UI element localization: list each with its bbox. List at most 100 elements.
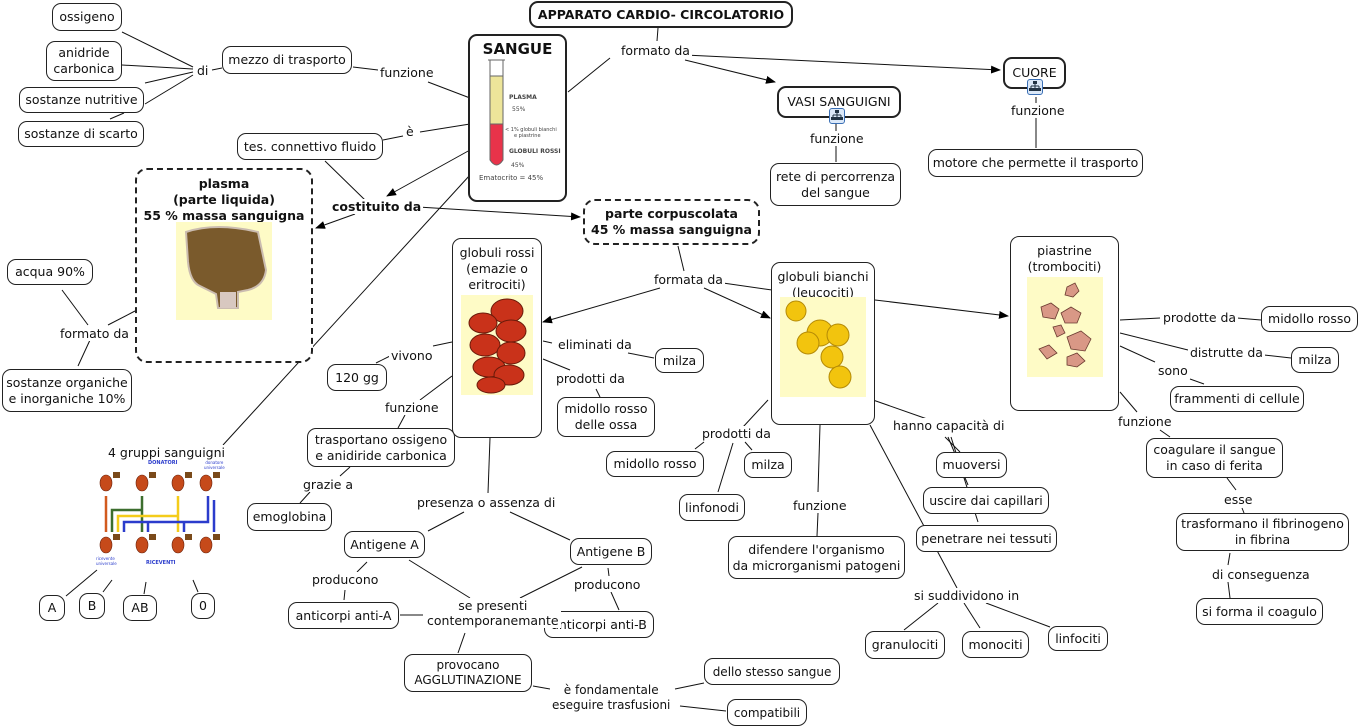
node-sostanze-nutritive[interactable]: sostanze nutritive (19, 87, 144, 113)
gr-line1: globuli rossi (459, 245, 535, 260)
plasma-line2: (parte liquida) (173, 192, 275, 207)
node-cuore[interactable]: CUORE (1003, 57, 1066, 89)
node-ossigeno[interactable]: ossigeno (52, 3, 122, 31)
link-di: di (195, 63, 211, 78)
tube-plasma-label: PLASMA (509, 94, 537, 101)
blood-transfusion-diagram (99, 472, 220, 554)
node-anticorpi-b[interactable]: anticorpi anti-B (544, 611, 654, 638)
fibrinogeno-line1: trasformano il fibrinogeno (1181, 516, 1344, 531)
node-emoglobina[interactable]: emoglobina (247, 503, 332, 531)
corp-line1: parte corpuscolata (605, 206, 738, 221)
link-e: è (404, 124, 416, 139)
node-tes-connettivo[interactable]: tes. connettivo fluido (237, 133, 383, 160)
link-vivono: vivono (389, 348, 435, 363)
ricevente-universale-line1: ricevente (96, 556, 115, 561)
node-milza-gb[interactable]: milza (744, 452, 792, 478)
node-gruppo-b[interactable]: B (79, 593, 105, 619)
pi-line2: (trombociti) (1027, 259, 1102, 274)
node-midollo-pi[interactable]: midollo rosso (1261, 306, 1358, 332)
plasma-line3: 55 % massa sanguigna (143, 208, 305, 223)
node-antigene-a[interactable]: Antigene A (344, 531, 425, 558)
node-muoversi[interactable]: muoversi (936, 452, 1007, 478)
node-coagulare[interactable]: coagulare il sangue in caso di ferita (1146, 438, 1283, 478)
node-midollo-gb[interactable]: midollo rosso (606, 451, 704, 477)
node-uscire-capillari[interactable]: uscire dai capillari (923, 487, 1049, 514)
node-sangue[interactable]: SANGUE PLASMA 55% < 1% globuli bianchi e… (468, 34, 567, 202)
link-formato-da-plasma: formato da (58, 326, 131, 341)
node-trasportano[interactable]: trasportano ossigeno e anidiride carboni… (307, 428, 455, 467)
coagulare-line2: in caso di ferita (1166, 458, 1263, 473)
node-vasi-sanguigni[interactable]: VASI SANGUIGNI (777, 86, 901, 118)
node-antigene-b[interactable]: Antigene B (570, 538, 652, 565)
link-producono-a: producono (310, 572, 381, 587)
node-plasma[interactable]: plasma (parte liquida) 55 % massa sangui… (135, 168, 313, 363)
node-fibrinogeno[interactable]: trasformano il fibrinogeno in fibrina (1176, 513, 1349, 551)
node-mezzo-trasporto[interactable]: mezzo di trasporto (222, 46, 352, 74)
link-presenza-assenza: presenza o assenza di (415, 495, 558, 510)
node-parte-corpuscolata[interactable]: parte corpuscolata 45 % massa sanguigna (583, 199, 760, 245)
node-120-gg[interactable]: 120 gg (327, 364, 387, 391)
node-difendere[interactable]: difendere l'organismo da microrganismi p… (728, 536, 905, 579)
node-motore[interactable]: motore che permette il trasporto (928, 149, 1143, 177)
trasportano-line2: e anidiride carbonica (315, 447, 447, 463)
node-linfonodi[interactable]: linfonodi (679, 494, 745, 521)
donatori-label: DONATORI (148, 460, 178, 466)
node-granulociti[interactable]: granulociti (865, 631, 945, 659)
node-stesso-sangue[interactable]: dello stesso sangue (704, 658, 840, 685)
node-anidride-carbonica[interactable]: anidride carbonica (46, 41, 122, 81)
link-si-suddividono: si suddividono in (912, 588, 1022, 603)
tube-rossi-label: GLOBULI ROSSI (509, 148, 561, 155)
fibrinogeno-line2: in fibrina (1234, 532, 1291, 547)
agglut-line2: AGGLUTINAZIONE (414, 673, 522, 687)
node-compatibili[interactable]: compatibili (727, 699, 807, 726)
node-globuli-bianchi[interactable]: globuli bianchi (leucociti) (771, 262, 875, 425)
donatore-universale-line1: donatore (205, 460, 224, 465)
tube-rossi-pct: 45% (511, 162, 525, 169)
node-piastrine[interactable]: piastrine (trombociti) (1010, 236, 1119, 411)
plasma-bag-image (176, 222, 272, 320)
link-distrutte-da: distrutte da (1188, 345, 1265, 360)
platelets-image (1026, 277, 1103, 377)
node-penetrare-tessuti[interactable]: penetrare nei tessuti (916, 525, 1057, 552)
node-linfociti[interactable]: linfociti (1048, 626, 1108, 651)
node-rete-percorrenza[interactable]: rete di percorrenza del sangue (770, 163, 901, 206)
node-acqua[interactable]: acqua 90% (7, 259, 93, 285)
node-agglutinazione[interactable]: provocano AGGLUTINAZIONE (404, 654, 532, 692)
link-prodotti-da-gb: prodotti da (700, 426, 773, 441)
link-costituito-da: costituito da (330, 199, 424, 214)
link-funzione-cuore: funzione (1009, 103, 1067, 118)
se-presenti-line2: contemporanemante (427, 613, 559, 628)
tube-bianchi-1: < 1% globuli bianchi (505, 127, 557, 133)
donatore-universale-line2: universale (204, 465, 225, 470)
node-globuli-rossi[interactable]: globuli rossi (emazie o eritrociti) (452, 238, 542, 438)
node-gruppo-a[interactable]: A (39, 595, 65, 621)
node-sostanze-scarto[interactable]: sostanze di scarto (18, 121, 144, 147)
link-formata-da: formata da (652, 272, 725, 287)
submap-icon-vasi[interactable] (829, 108, 845, 124)
submap-icon-cuore[interactable] (1027, 79, 1043, 95)
node-anticorpi-a[interactable]: anticorpi anti-A (288, 602, 399, 629)
agglut-line1: provocano (436, 658, 500, 672)
rete-line2: del sangue (801, 184, 870, 200)
node-gruppo-ab[interactable]: AB (123, 595, 157, 621)
node-frammenti[interactable]: frammenti di cellule (1170, 386, 1304, 412)
node-milza-gr[interactable]: milza (655, 348, 704, 373)
node-midollo-ossa[interactable]: midollo rosso delle ossa (557, 397, 655, 437)
midollo-ossa-line1: midollo rosso (564, 401, 648, 416)
fondamentale-line1: è fondamentale (563, 683, 659, 697)
node-milza-pi[interactable]: milza (1291, 347, 1339, 373)
link-producono-b: producono (572, 577, 643, 592)
title-node[interactable]: APPARATO CARDIO- CIRCOLATORIO (529, 1, 793, 28)
tube-plasma-pct: 55% (512, 106, 526, 113)
node-sostanze-organiche[interactable]: sostanze organiche e inorganiche 10% (2, 369, 132, 412)
difendere-line1: difendere l'organismo (748, 541, 885, 557)
sost-org-line2: e inorganiche 10% (8, 390, 126, 406)
node-coagulo[interactable]: si forma il coagulo (1196, 598, 1323, 625)
node-gruppo-0[interactable]: 0 (191, 593, 215, 619)
node-monociti[interactable]: monociti (962, 631, 1029, 658)
plasma-line1: plasma (198, 176, 250, 191)
link-funzione-gb: funzione (791, 498, 849, 513)
link-funzione-gr: funzione (383, 400, 441, 415)
link-prodotti-da-gr: prodotti da (554, 371, 627, 386)
red-cells-image (461, 295, 533, 395)
